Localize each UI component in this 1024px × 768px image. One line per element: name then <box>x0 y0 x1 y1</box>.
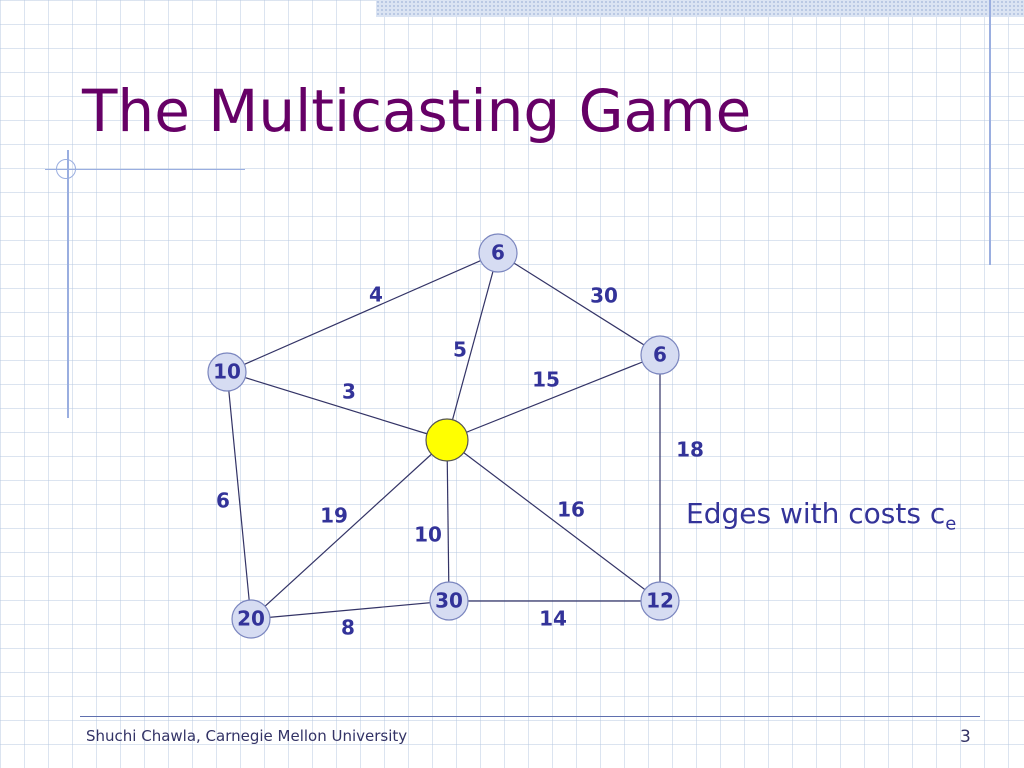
graph-node-bottom-right <box>640 581 680 621</box>
slide-title: The Multicasting Game <box>82 77 752 145</box>
edge-cost-label: 14 <box>539 607 567 631</box>
graph-node-top <box>478 233 518 273</box>
edge-cost-label: 18 <box>676 438 704 462</box>
edge-bottom-left-bottom-mid <box>250 600 450 620</box>
edge-left-top <box>226 252 499 373</box>
top-decorative-band <box>376 0 1024 17</box>
edge-root-bottom-right <box>446 439 661 602</box>
footer-credit: Shuchi Chawla, Carnegie Mellon Universit… <box>86 727 408 745</box>
edge-costs-caption: Edges with costs ce <box>686 497 956 535</box>
graph-node-left <box>207 352 247 392</box>
edge-cost-label: 4 <box>369 283 383 307</box>
node-label: 20 <box>237 607 265 631</box>
node-label: 30 <box>435 589 463 613</box>
right-vertical-rule <box>989 0 991 265</box>
title-underline-rule <box>45 169 245 170</box>
node-label: 10 <box>213 360 241 384</box>
graph-node-right <box>640 335 680 375</box>
edge-cost-label: 15 <box>532 368 560 392</box>
nodes-layer: 6 6 10 20 30 12 <box>207 233 680 639</box>
edge-left-bottom-left <box>226 371 252 620</box>
caption-subscript: e <box>945 513 957 535</box>
edge-root-bottom-mid <box>446 439 450 602</box>
caption-text: Edges with costs c <box>686 497 946 530</box>
node-label: 12 <box>646 589 674 613</box>
edge-top-right <box>497 252 661 356</box>
node-label: 6 <box>653 343 667 367</box>
graph-node-bottom-mid <box>429 581 469 621</box>
root-node <box>425 418 469 462</box>
edge-cost-label: 16 <box>557 498 585 522</box>
node-label: 6 <box>491 241 505 265</box>
edge-cost-label: 30 <box>590 284 618 308</box>
edges-layer <box>226 252 661 620</box>
edge-top-root <box>446 252 499 441</box>
left-vertical-rule <box>67 150 69 418</box>
edge-cost-label: 8 <box>341 616 355 640</box>
edge-cost-label: 6 <box>216 489 230 513</box>
page-number: 3 <box>960 727 971 747</box>
edge-left-root <box>226 371 448 441</box>
corner-circle-ornament <box>56 159 76 179</box>
edge-cost-label: 19 <box>320 504 348 528</box>
edge-labels-layer: 4 30 5 3 15 18 6 19 10 16 8 14 <box>216 283 704 640</box>
edge-cost-label: 10 <box>414 523 442 547</box>
graph-node-bottom-left <box>231 599 271 639</box>
edge-root-bottom-left <box>250 439 448 620</box>
edge-right-root <box>446 354 661 441</box>
edge-cost-label: 3 <box>342 380 356 404</box>
footer-divider <box>80 716 980 717</box>
edge-cost-label: 5 <box>453 338 467 362</box>
